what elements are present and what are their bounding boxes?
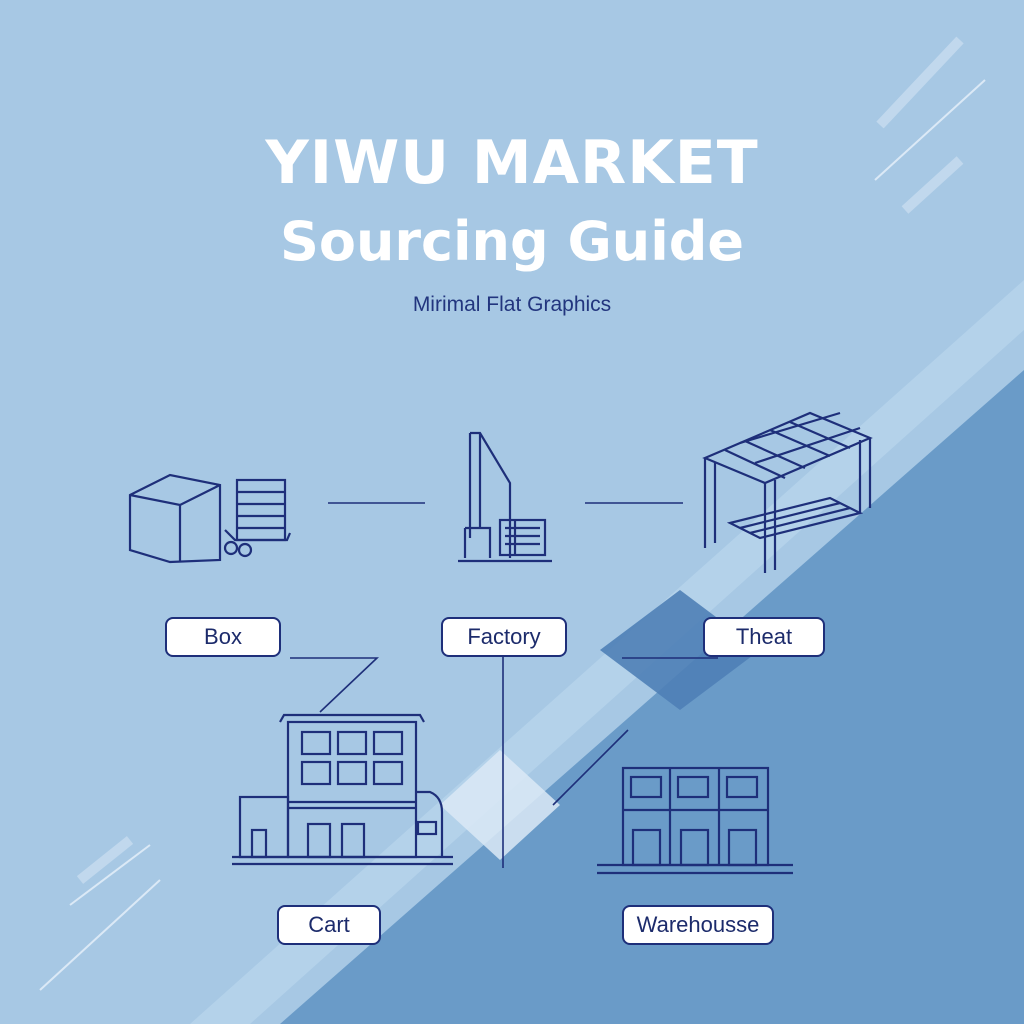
label-theat: Theat: [703, 617, 825, 657]
deco-line: [876, 36, 964, 129]
deco-line: [69, 844, 151, 906]
connector-to-warehouse: [552, 729, 629, 806]
label-factory: Factory: [441, 617, 567, 657]
deco-line: [874, 79, 986, 181]
label-warehouse: Warehousse: [622, 905, 774, 945]
canopy-structure-icon: [702, 411, 873, 573]
factory-icon: [458, 431, 552, 563]
building-icon: [232, 713, 453, 866]
box-with-hand-truck-icon: [128, 473, 292, 564]
connector-box-cart: [290, 657, 380, 713]
label-cart: Cart: [277, 905, 381, 945]
diamond-light: [440, 750, 560, 860]
connectors: [290, 502, 718, 868]
deco-line: [39, 879, 161, 991]
tagline: Mirimal Flat Graphics: [412, 293, 612, 316]
warehouse-icon: [597, 766, 793, 875]
page-subtitle-title: Sourcing Guide: [279, 210, 745, 273]
deco-line: [901, 156, 964, 214]
dark-diagonal-band: [280, 370, 1024, 1024]
label-box: Box: [165, 617, 281, 657]
deco-line: [76, 836, 134, 884]
page-title: YIWU MARKET: [265, 128, 759, 198]
